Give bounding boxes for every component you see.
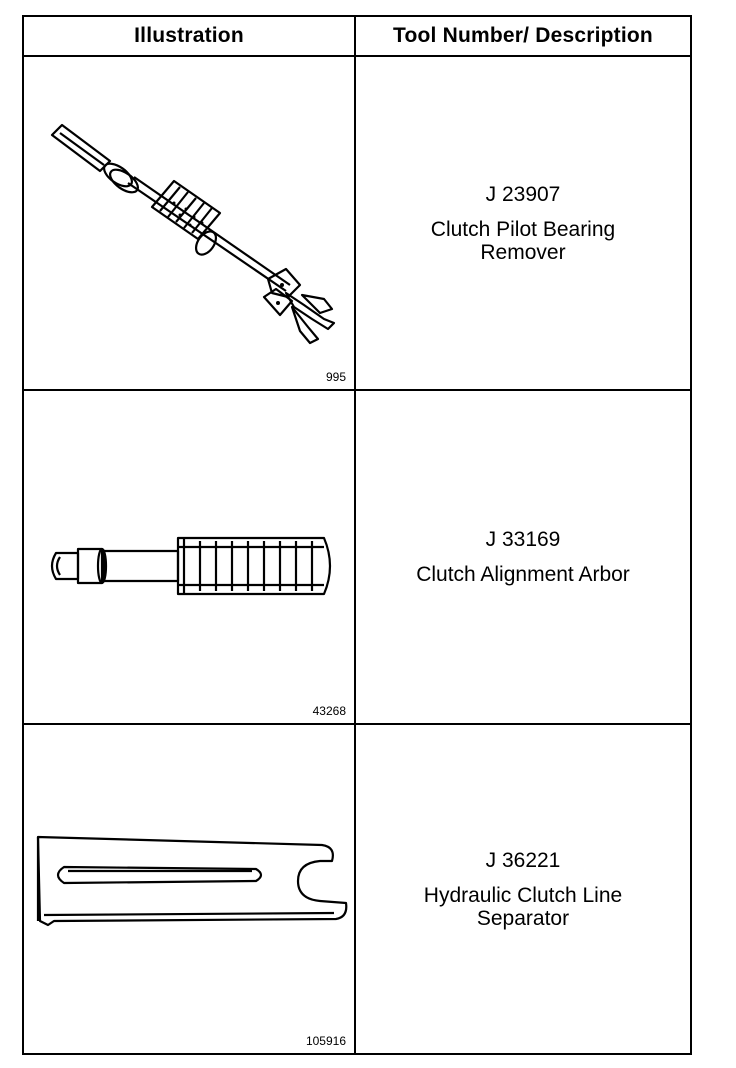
header-tool-description: Tool Number/ Description [393, 24, 653, 47]
column-divider [354, 17, 356, 1053]
header-divider [24, 55, 690, 57]
table-row: 995 J 23907 Clutch Pilot Bearing Remover [24, 57, 690, 389]
tool-number: J 33169 [485, 528, 561, 551]
line-separator-illustration [36, 835, 348, 927]
figure-number: 43268 [312, 704, 346, 718]
figure-number: 105916 [305, 1034, 346, 1048]
description-cell: J 33169 Clutch Alignment Arbor [356, 391, 690, 723]
description-cell: J 36221 Hydraulic Clutch Line Separator [356, 725, 690, 1053]
row-divider [24, 723, 690, 725]
illustration-cell: 105916 [24, 725, 354, 1053]
figure-number: 995 [325, 370, 346, 384]
table-row: 43268 J 33169 Clutch Alignment Arbor [24, 391, 690, 723]
illustration-cell: 43268 [24, 391, 354, 723]
table-row: 105916 J 36221 Hydraulic Clutch Line Sep… [24, 725, 690, 1053]
slide-hammer-puller-illustration [50, 123, 336, 345]
tool-description: Hydraulic Clutch Line Separator [423, 883, 623, 930]
tool-description: Clutch Alignment Arbor [416, 563, 630, 586]
row-divider [24, 389, 690, 391]
tool-number: J 23907 [485, 182, 561, 206]
tool-table: Illustration Tool Number/ Description [22, 15, 692, 1055]
illustration-cell: 995 [24, 57, 354, 389]
tool-number: J 36221 [485, 848, 561, 872]
tool-description: Clutch Pilot Bearing Remover [430, 217, 616, 264]
alignment-arbor-illustration [50, 536, 332, 596]
header-illustration: Illustration [134, 24, 244, 47]
description-cell: J 23907 Clutch Pilot Bearing Remover [356, 57, 690, 389]
